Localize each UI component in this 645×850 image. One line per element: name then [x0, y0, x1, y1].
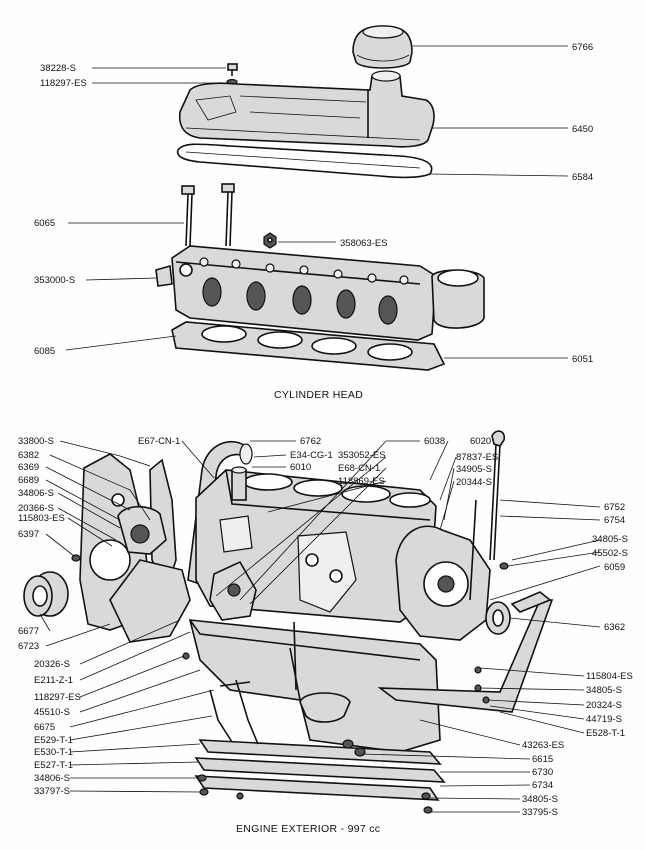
label-e527-t-1: E527-T-1 — [34, 760, 73, 771]
caption-engine-exterior: ENGINE EXTERIOR - 997 cc — [236, 823, 380, 835]
label-45502-s: 45502-S — [592, 548, 628, 559]
label-87837-es: 87837-ES — [456, 452, 498, 463]
dipstick — [469, 430, 506, 601]
label-34805-s-b: 34805-S — [586, 685, 622, 696]
oil-filler-cap — [352, 25, 413, 69]
label-e528-t-1: E528-T-1 — [586, 728, 625, 739]
label-34805-s-a: 34805-S — [592, 534, 628, 545]
head-leader-lines — [65, 45, 569, 359]
label-6762: 6762 — [300, 436, 321, 447]
label-6734: 6734 — [532, 780, 553, 791]
label-118297-es: 118297-ES — [40, 78, 87, 89]
label-34806-s-a: 34806-S — [18, 488, 54, 499]
oil-sump — [188, 619, 441, 753]
label-e68-cn-1: E68-CN-1 — [338, 463, 380, 474]
label-e34-cg-1: E34-CG-1 — [290, 450, 333, 461]
label-6615: 6615 — [532, 754, 553, 765]
label-6382: 6382 — [18, 450, 39, 461]
sump-guard-straps — [194, 679, 446, 801]
label-20366-s: 20366-S — [18, 503, 54, 514]
label-6675: 6675 — [34, 722, 55, 733]
label-115804-es: 115804-ES — [586, 671, 633, 682]
label-118869-es: 118869-ES — [338, 476, 385, 487]
cylinder-head-gasket — [171, 321, 446, 371]
label-33800-s: 33800-S — [18, 436, 54, 447]
label-6723: 6723 — [18, 641, 39, 652]
rear-oil-seal — [485, 601, 511, 635]
label-115803-es: 115803-ES — [18, 513, 65, 524]
engine-leader-lines — [39, 440, 601, 813]
engine-mounting-bracket — [377, 591, 554, 713]
rocker-cover-gasket — [176, 143, 433, 179]
label-6085: 6085 — [34, 346, 55, 357]
label-6766: 6766 — [572, 42, 593, 53]
oil-strainer — [293, 621, 351, 723]
label-6752: 6752 — [604, 502, 625, 513]
label-6010: 6010 — [290, 462, 311, 473]
label-45510-s: 45510-S — [34, 707, 70, 718]
label-6689: 6689 — [18, 475, 39, 486]
label-6677: 6677 — [18, 626, 39, 637]
label-358063-es: 358063-ES — [340, 238, 388, 249]
label-34806-s-b: 34806-S — [34, 773, 70, 784]
cylinder-block — [195, 469, 437, 623]
engine-top-labels: E67-CN-1 6762 E34-CG-1 6010 6038 353052-… — [138, 436, 498, 488]
label-6754: 6754 — [604, 515, 625, 526]
water-pump — [117, 505, 167, 555]
label-6020: 6020 — [470, 436, 491, 447]
label-43263-es: 43263-ES — [522, 740, 564, 751]
head-studs — [199, 257, 409, 285]
label-e530-t-1: E530-T-1 — [34, 747, 73, 758]
rocker-cover — [178, 70, 435, 148]
crankshaft-oil-seal — [23, 571, 69, 617]
label-6369: 6369 — [18, 462, 39, 473]
label-34805-s-c: 34805-S — [522, 794, 558, 805]
plug-6397 — [71, 554, 81, 562]
label-6397: 6397 — [18, 529, 39, 540]
cylinder-head-nut — [263, 232, 277, 249]
label-33795-s: 33795-S — [522, 807, 558, 818]
head-ports — [202, 277, 398, 325]
label-6584: 6584 — [572, 172, 593, 183]
label-20324-s: 20324-S — [586, 700, 622, 711]
label-e67-cn-1: E67-CN-1 — [138, 436, 180, 447]
engine-left-labels: 33800-S 6382 6369 6689 34806-S 20366-S 1… — [18, 436, 81, 797]
label-118297-es-b: 118297-ES — [34, 692, 81, 703]
engine-right-labels: 6752 6754 34805-S 45502-S 6059 6362 1158… — [522, 502, 633, 818]
label-353052-es: 353052-ES — [338, 450, 386, 461]
rear-plate — [395, 525, 491, 641]
label-33797-s: 33797-S — [34, 786, 70, 797]
label-6730: 6730 — [532, 767, 553, 778]
distributor-housing — [231, 466, 247, 501]
caption-cylinder-head: CYLINDER HEAD — [274, 389, 363, 401]
label-6038: 6038 — [424, 436, 445, 447]
label-20344-s: 20344-S — [456, 477, 492, 488]
label-38228-s: 38228-S — [40, 63, 76, 74]
label-34905-s: 34905-S — [456, 464, 492, 475]
label-e211-z-1: E211-Z-1 — [34, 675, 73, 686]
cylinder-head-bolts — [181, 183, 235, 247]
label-6051: 6051 — [572, 354, 593, 365]
block-bores — [243, 473, 431, 508]
label-6362: 6362 — [604, 622, 625, 633]
label-20326-s: 20326-S — [34, 659, 70, 670]
label-44719-s: 44719-S — [586, 714, 622, 725]
label-6450: 6450 — [572, 124, 593, 135]
cylinder-head — [155, 245, 485, 341]
label-353000-s: 353000-S — [34, 275, 75, 286]
label-6059: 6059 — [604, 562, 625, 573]
label-e529-t-1: E529-T-1 — [34, 735, 73, 746]
oil-pump-assembly — [209, 560, 257, 621]
label-6065: 6065 — [34, 218, 55, 229]
rocker-cover-bolt — [226, 63, 238, 86]
head-part-labels: 6766 38228-S 118297-ES 6450 6584 6065 35… — [34, 42, 593, 365]
